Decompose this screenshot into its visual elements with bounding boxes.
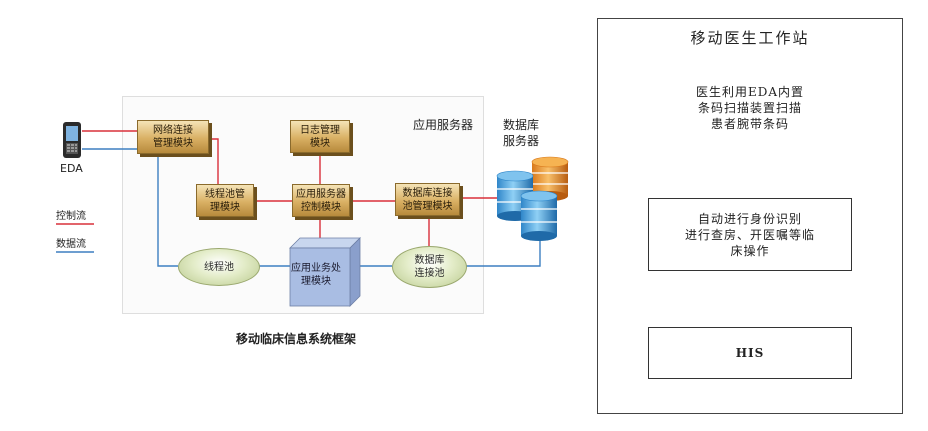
network-module: 网络连接 管理模块: [137, 120, 209, 154]
thread-pool: 线程池: [178, 248, 260, 286]
legend-data-label: 数据流: [56, 239, 86, 250]
flow-step-scan: 医生利用EDA内置 条码扫描装置扫描 患者腕带条码: [695, 85, 805, 131]
db-pool-mgmt-module: 数据库连接 池管理模块: [395, 183, 460, 216]
workstation-title: 移动医生工作站: [690, 29, 810, 47]
business-module: 应用业务处 理模块: [291, 263, 341, 287]
legend-control-label: 控制流: [56, 211, 86, 222]
threadpool-mgmt-module: 线程池管 理模块: [196, 184, 254, 217]
flow-step-his: HIS: [648, 327, 852, 379]
eda-label: EDA: [60, 162, 83, 175]
business-cube-shape: [289, 237, 361, 307]
app-control-module: 应用服务器 控制模块: [292, 184, 350, 217]
flow-step-identify: 自动进行身份识别 进行查房、开医嘱等临 床操作: [648, 198, 852, 271]
diagram-caption: 移动临床信息系统框架: [236, 332, 357, 346]
control-line-network-threadpool: [210, 138, 219, 192]
eda-device-icon: [63, 122, 81, 158]
data-line-dbpool-server: [465, 238, 541, 267]
db-server-label: 数据库 服务器: [503, 118, 540, 148]
data-line-network-threadpool: [157, 154, 178, 267]
app-server-label: 应用服务器: [413, 118, 474, 132]
log-module: 日志管理 模块: [290, 120, 350, 153]
db-connection-pool: 数据库 连接池: [392, 246, 467, 288]
db-cylinder-blue-front: [520, 190, 558, 241]
